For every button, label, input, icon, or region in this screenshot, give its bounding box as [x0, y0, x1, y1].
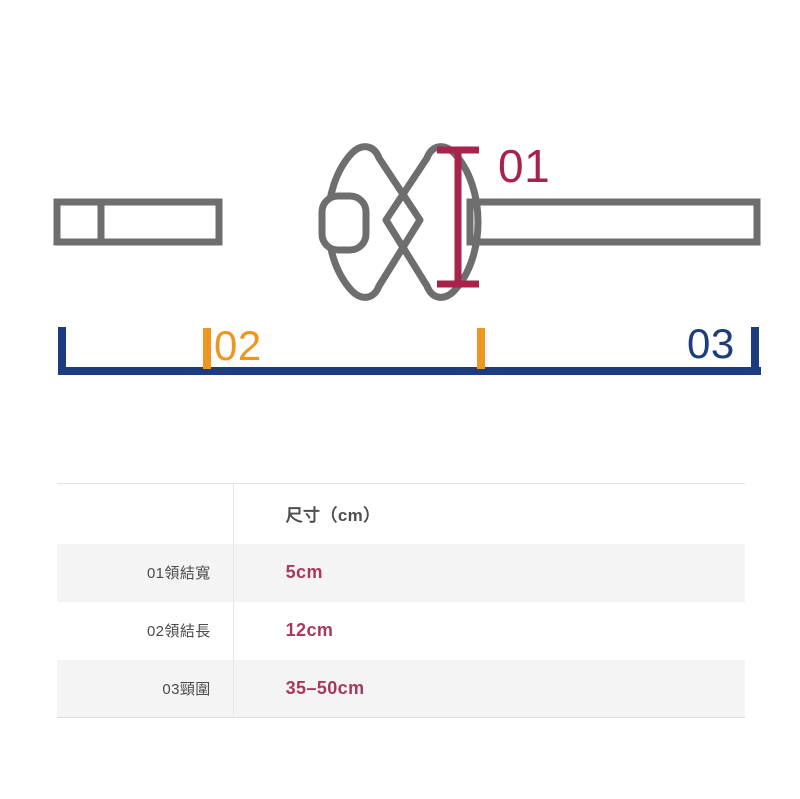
row-value-neck-circumference: 35–50cm [285, 677, 365, 698]
diagram-area: 01 02 03 [53, 140, 761, 375]
table-row: 03頸圍 35–50cm [57, 659, 745, 718]
row-value-bow-length: 12cm [285, 620, 334, 640]
bow-tie-diagram-svg [53, 143, 761, 375]
table-row: 02領結長 12cm [57, 601, 745, 660]
table-header-row: 尺寸（cm） [57, 483, 745, 544]
size-table-container: 尺寸（cm） 01領結寬 5cm 02領結長 12cm 03頸圍 35–50cm [57, 483, 745, 718]
neck-strap-right [466, 198, 761, 246]
dimension-label-01: 01 [498, 140, 551, 192]
row-label-bow-width: 01領結寬 [57, 543, 234, 602]
size-table-body: 01領結寬 5cm 02領結長 12cm 03頸圍 35–50cm [57, 543, 745, 718]
bow-center-knot [318, 192, 370, 254]
neck-strap-left [53, 198, 223, 246]
header-cell-size: 尺寸（cm） [285, 506, 381, 526]
table-row: 01領結寬 5cm [57, 543, 745, 602]
size-table-head: 尺寸（cm） [57, 483, 745, 544]
dimension-bracket-03 [58, 327, 761, 375]
dimension-ticks-02 [203, 328, 485, 369]
bow-left-wing [324, 143, 424, 301]
dimension-line-01 [437, 146, 479, 288]
dimension-label-02: 02 [214, 322, 262, 369]
row-value-bow-width: 5cm [285, 562, 323, 582]
row-label-neck-circumference: 03頸圍 [57, 659, 234, 718]
header-cell-measurement [57, 483, 234, 544]
size-table: 尺寸（cm） 01領結寬 5cm 02領結長 12cm 03頸圍 35–50cm [57, 483, 745, 718]
bow-right-wing [382, 143, 482, 301]
row-label-bow-length: 02領結長 [57, 601, 234, 660]
dimension-label-03: 03 [687, 320, 735, 367]
